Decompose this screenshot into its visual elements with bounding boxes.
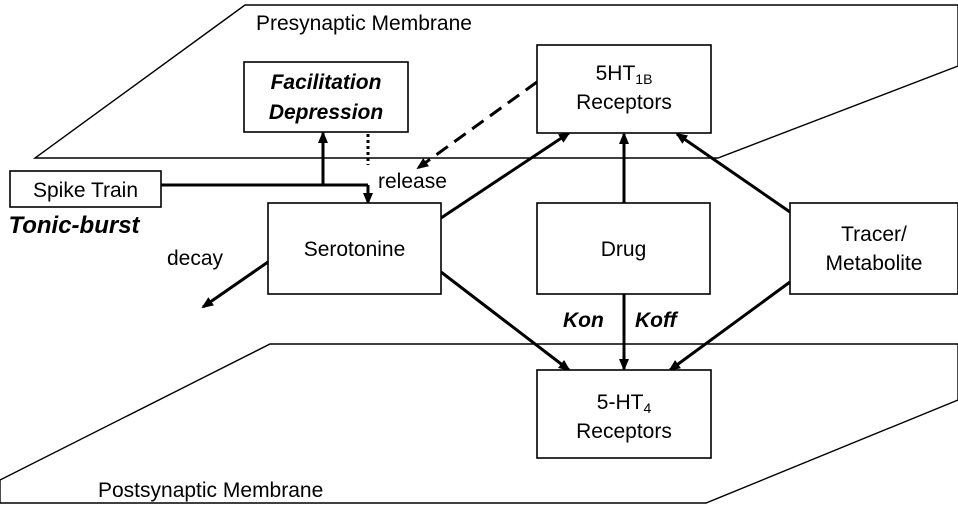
tracer-label: Tracer/: [841, 223, 907, 246]
release-label: release: [378, 170, 447, 193]
5ht1b-receptors-box: [536, 44, 712, 134]
spike-train-box: [9, 170, 162, 208]
tracer-metabolite-box: [789, 202, 958, 295]
drug-label: Drug: [601, 238, 647, 261]
serotonine-to-5ht4-arrow: [440, 270, 571, 372]
tracer-to-5ht1b-arrow: [675, 132, 791, 214]
decay-label: decay: [167, 247, 224, 270]
5ht4-receptors-label: Receptors: [576, 420, 672, 443]
facilitation-depression-box: [243, 61, 409, 133]
5ht4-label: 5-HT4: [597, 391, 652, 416]
facilitation-label: Facilitation: [271, 71, 382, 94]
postsynaptic-membrane-label: Postsynaptic Membrane: [98, 479, 323, 502]
serotonine-to-5ht1b-arrow: [440, 131, 571, 220]
serotonine-box: [267, 202, 442, 295]
drug-box: [536, 202, 711, 295]
tonic-burst-label: Tonic-burst: [8, 212, 140, 239]
kon-label: Kon: [563, 309, 604, 332]
postsynaptic-membrane-plane: [0, 343, 958, 504]
depression-label: Depression: [269, 101, 383, 124]
feedback-dashed-arrow: [416, 80, 538, 170]
koff-label: Koff: [635, 309, 679, 332]
metabolite-label: Metabolite: [826, 252, 923, 275]
spike-train-label: Spike Train: [33, 179, 138, 202]
5ht4-receptors-box: [536, 369, 712, 459]
5ht1b-receptors-label: Receptors: [576, 91, 672, 114]
decay-arrow: [201, 260, 269, 309]
serotonine-label: Serotonine: [304, 238, 406, 261]
presynaptic-membrane-plane: [32, 4, 958, 159]
5ht1b-label: 5HT1B: [596, 62, 653, 87]
tracer-to-5ht4-arrow: [668, 280, 791, 372]
presynaptic-membrane-label: Presynaptic Membrane: [256, 12, 472, 35]
